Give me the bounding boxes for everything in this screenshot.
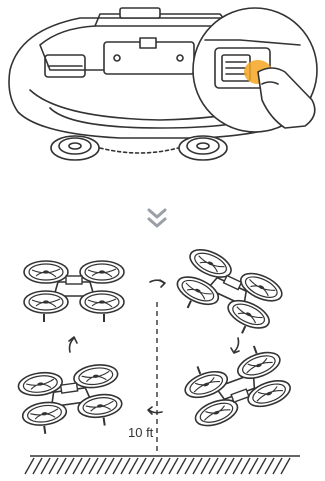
ground-hatch-line	[33, 458, 42, 474]
zoom-detail	[193, 8, 317, 132]
wheel-right	[179, 136, 227, 160]
drone-top-left	[24, 261, 124, 322]
ground-hatch-line	[121, 458, 130, 474]
ground-hatch-line	[113, 458, 122, 474]
ground-hatch-line	[185, 458, 194, 474]
curved-arrow-icon	[150, 280, 165, 287]
ground-hatch-line	[209, 458, 218, 474]
wheel-left	[51, 136, 99, 160]
ground-hatch-line	[153, 458, 162, 474]
ground-hatch-line	[217, 458, 226, 474]
ground-hatch-line	[73, 458, 82, 474]
ground-hatch-line	[193, 458, 202, 474]
ground-hatch-line	[137, 458, 146, 474]
ground-hatch-line	[25, 458, 34, 474]
ground-hatch-line	[201, 458, 210, 474]
ground-hatch-line	[281, 458, 290, 474]
ground-hatch-line	[241, 458, 250, 474]
curved-arrow-icon	[69, 337, 77, 352]
ground-hatch-line	[49, 458, 58, 474]
ground-hatch-line	[145, 458, 154, 474]
ground-hatch-line	[249, 458, 258, 474]
ground-hatch-line	[65, 458, 74, 474]
ground-hatch-line	[89, 458, 98, 474]
ground-hatch-line	[81, 458, 90, 474]
ground-hatch-line	[273, 458, 282, 474]
ground-hatch-line	[161, 458, 170, 474]
curved-arrow-icon	[231, 338, 239, 353]
ground-hatch-line	[265, 458, 274, 474]
ground	[25, 456, 300, 474]
ground-hatch-line	[177, 458, 186, 474]
ground-hatch-line	[129, 458, 138, 474]
ground-hatch-line	[169, 458, 178, 474]
ground-hatch-line	[225, 458, 234, 474]
ground-hatch-line	[257, 458, 266, 474]
drone-bottom-left	[17, 362, 125, 436]
height-label: 10 ft	[128, 425, 153, 440]
ground-hatch-line	[233, 458, 242, 474]
ground-hatch-line	[97, 458, 106, 474]
ground-hatch-line	[57, 458, 66, 474]
curved-arrow-icon	[148, 407, 162, 414]
ground-hatch-line	[105, 458, 114, 474]
chevron-double-down-icon	[149, 210, 165, 226]
ground-hatch-line	[41, 458, 50, 474]
drone-top-right	[169, 244, 285, 342]
